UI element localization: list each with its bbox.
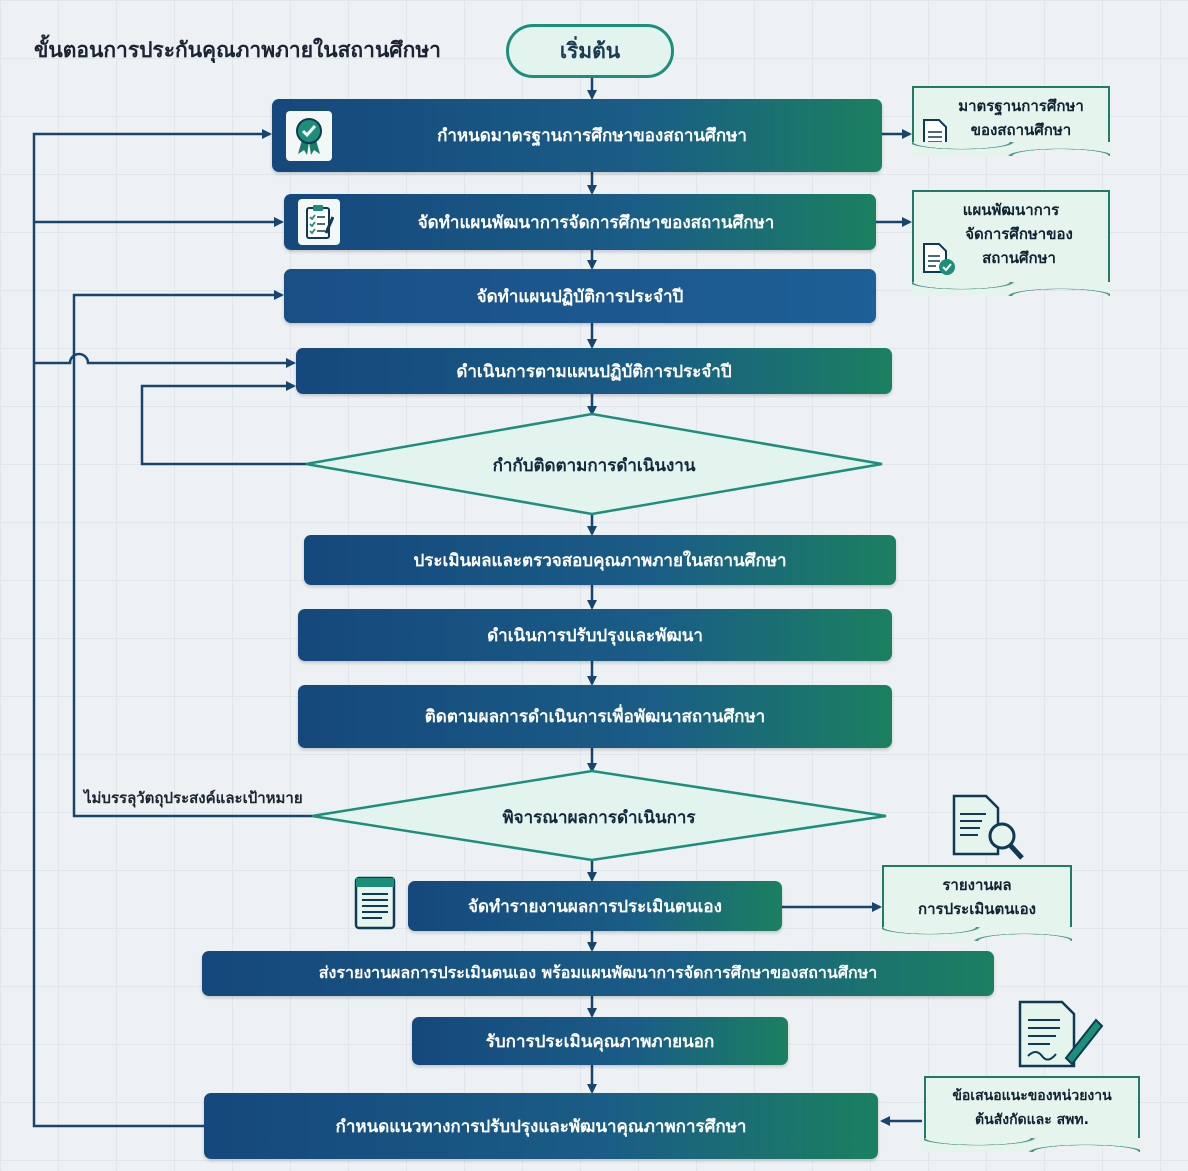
document-check-icon	[922, 242, 956, 283]
clipboard-checklist-icon	[298, 199, 340, 245]
step-define-standards: กำหนดมาตรฐานการศึกษาของสถานศึกษา	[272, 99, 882, 172]
step-label: ติดตามผลการดำเนินการเพื่อพัฒนาสถานศึกษา	[424, 707, 766, 727]
not-achieved-label: ไม่บรรลุวัตถุประสงค์และเป้าหมาย	[84, 789, 303, 807]
step-self-assessment-report: จัดทำรายงานผลการประเมินตนเอง	[408, 881, 782, 931]
step-label: ส่งรายงานผลการประเมินตนเอง พร้อมแผนพัฒนา…	[318, 963, 878, 982]
step-implement-plan: ดำเนินการตามแผนปฏิบัติการประจำปี	[296, 348, 892, 394]
step-label: ดำเนินการตามแผนปฏิบัติการประจำปี	[456, 361, 732, 382]
signed-document-icon	[1016, 998, 1106, 1074]
diagram-title: ขั้นตอนการประกันคุณภาพภายในสถานศึกษา	[34, 38, 441, 62]
document-lines-icon	[354, 876, 398, 936]
step-label: จัดทำแผนพัฒนาการจัดการศึกษาของสถานศึกษา	[417, 212, 775, 233]
decision-review-shape	[311, 769, 887, 862]
doc-development-plan: แผนพัฒนาการ จัดการศึกษาของ สถานศึกษา	[912, 190, 1110, 296]
step-follow-up: ติดตามผลการดำเนินการเพื่อพัฒนาสถานศึกษา	[298, 685, 892, 748]
step-annual-plan: จัดทำแผนปฏิบัติการประจำปี	[284, 269, 876, 323]
doc-self-assessment-report: รายงานผล การประเมินตนเอง	[882, 865, 1072, 941]
step-label: จัดทำรายงานผลการประเมินตนเอง	[468, 896, 722, 917]
step-label: จัดทำแผนปฏิบัติการประจำปี	[476, 286, 684, 307]
step-submit-report: ส่งรายงานผลการประเมินตนเอง พร้อมแผนพัฒนา…	[202, 951, 994, 996]
award-badge-icon	[286, 110, 332, 161]
step-external-assessment: รับการประเมินคุณภาพภายนอก	[412, 1017, 788, 1065]
step-development-plan: จัดทำแผนพัฒนาการจัดการศึกษาของสถานศึกษา	[284, 194, 876, 250]
doc-agency-recommendations: ข้อเสนอแนะของหน่วยงาน ต้นสังกัดและ สพท.	[924, 1076, 1140, 1152]
step-label: ประเมินผลและตรวจสอบคุณภาพภายในสถานศึกษา	[413, 550, 787, 571]
decision-review-label: พิจารณาผลการดำเนินการ	[502, 808, 696, 828]
step-internal-assessment: ประเมินผลและตรวจสอบคุณภาพภายในสถานศึกษา	[304, 535, 896, 585]
step-improve-develop: ดำเนินการปรับปรุงและพัฒนา	[298, 609, 892, 661]
step-label: กำหนดมาตรฐานการศึกษาของสถานศึกษา	[437, 126, 747, 146]
document-search-icon	[950, 792, 1028, 864]
step-label: รับการประเมินคุณภาพภายนอก	[485, 1031, 715, 1052]
decision-monitor-shape	[305, 412, 883, 516]
document-icon	[922, 118, 948, 155]
start-terminal: เริ่มต้น	[506, 24, 674, 78]
doc-education-standards: มาตรฐานการศึกษา ของสถานศึกษา	[912, 86, 1110, 156]
decision-monitor-label: กำกับติดตามการดำเนินงาน	[492, 456, 696, 476]
step-label: ดำเนินการปรับปรุงและพัฒนา	[487, 625, 703, 646]
step-define-improvement: กำหนดแนวทางการปรับปรุงและพัฒนาคุณภาพการศ…	[204, 1093, 878, 1159]
step-label: กำหนดแนวทางการปรับปรุงและพัฒนาคุณภาพการศ…	[335, 1116, 747, 1137]
